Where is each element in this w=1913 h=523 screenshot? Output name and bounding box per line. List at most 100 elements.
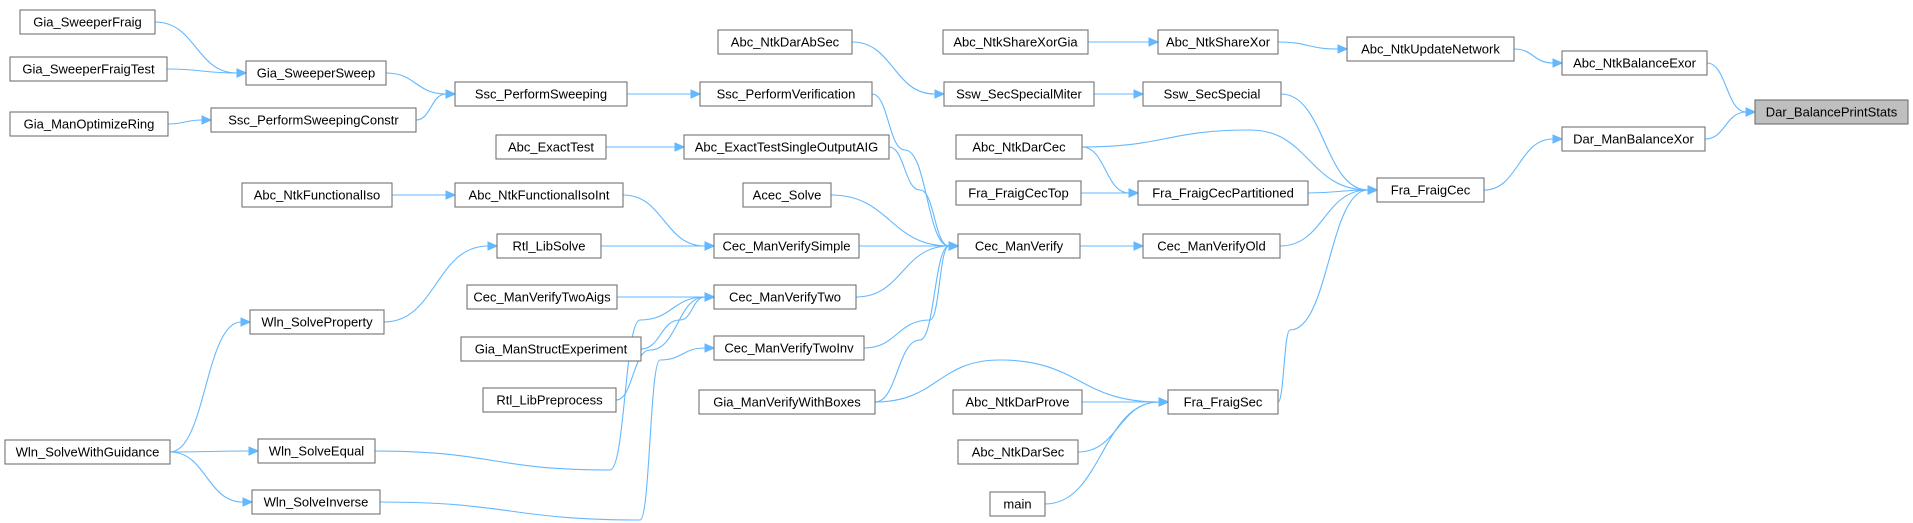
- node-gia-sweeperfraigtest[interactable]: Gia_SweeperFraigTest: [9, 56, 168, 82]
- node-gia-sweepersweep[interactable]: Gia_SweeperSweep: [245, 60, 387, 86]
- node-gia-manstructexperiment[interactable]: Gia_ManStructExperiment: [460, 336, 642, 362]
- node-box[interactable]: [210, 107, 417, 133]
- node-box[interactable]: [495, 134, 607, 160]
- edge-gia-manverifywithboxes-to-cec-manverify: [874, 241, 960, 403]
- node-box[interactable]: [1561, 126, 1706, 152]
- node-box[interactable]: [9, 56, 168, 82]
- node-ssc-performsweepingconstr[interactable]: Ssc_PerformSweepingConstr: [210, 107, 417, 133]
- node-box[interactable]: [713, 284, 857, 310]
- node-abc-ntkbalanceexor[interactable]: Abc_NtkBalanceExor: [1561, 50, 1708, 76]
- node-label: Fra_FraigSec: [1184, 395, 1263, 410]
- node-box[interactable]: [1137, 180, 1309, 206]
- node-abc-ntkfunctionaliso[interactable]: Abc_NtkFunctionalIso: [241, 182, 393, 208]
- node-label: Ssw_SecSpecial: [1164, 87, 1261, 102]
- node-box[interactable]: [454, 182, 624, 208]
- edge-abc-ntkfunctionaliso-to-abc-ntkfunctionalisoint: [392, 190, 457, 200]
- node-dar-manbalancexor[interactable]: Dar_ManBalanceXor: [1561, 126, 1706, 152]
- node-box[interactable]: [249, 309, 385, 335]
- node-box[interactable]: [1157, 29, 1279, 55]
- edge-wln-solveequal-to-cec-manverifytwo: [374, 292, 716, 471]
- node-label: Abc_NtkDarProve: [965, 395, 1069, 410]
- node-box[interactable]: [955, 180, 1082, 206]
- node-box[interactable]: [699, 81, 873, 107]
- node-dar-balanceprintstats[interactable]: Dar_BalancePrintStats: [1754, 99, 1909, 125]
- node-box[interactable]: [1346, 36, 1515, 62]
- node-abc-ntkdarcec[interactable]: Abc_NtkDarCec: [955, 134, 1083, 160]
- node-cec-manverifysimple[interactable]: Cec_ManVerifySimple: [713, 233, 860, 259]
- node-box[interactable]: [943, 81, 1095, 107]
- node-abc-exacttestsingleoutputaig[interactable]: Abc_ExactTestSingleOutputAIG: [683, 134, 890, 160]
- node-rtl-libpreprocess[interactable]: Rtl_LibPreprocess: [482, 387, 617, 413]
- arrowhead-icon: [948, 241, 960, 251]
- node-box[interactable]: [717, 29, 853, 55]
- node-abc-ntksharexor[interactable]: Abc_NtkShareXor: [1157, 29, 1279, 55]
- node-abc-ntksharexorgia[interactable]: Abc_NtkShareXorGia: [942, 29, 1089, 55]
- node-ssw-secspecial[interactable]: Ssw_SecSpecial: [1142, 81, 1282, 107]
- edge-line: [615, 296, 706, 401]
- node-ssc-performsweeping[interactable]: Ssc_PerformSweeping: [454, 81, 628, 107]
- node-acec-solve[interactable]: Acec_Solve: [742, 182, 832, 208]
- node-box[interactable]: [942, 29, 1089, 55]
- node-rtl-libsolve[interactable]: Rtl_LibSolve: [496, 233, 602, 259]
- arrowhead-icon: [242, 497, 254, 507]
- node-wln-solvewithguidance[interactable]: Wln_SolveWithGuidance: [4, 439, 171, 465]
- node-box[interactable]: [496, 233, 602, 259]
- node-cec-manverify[interactable]: Cec_ManVerify: [957, 233, 1081, 259]
- node-fra-fraigcec[interactable]: Fra_FraigCec: [1376, 177, 1485, 203]
- node-box[interactable]: [1561, 50, 1708, 76]
- node-main[interactable]: main: [989, 491, 1046, 517]
- node-wln-solveequal[interactable]: Wln_SolveEqual: [257, 438, 376, 464]
- node-box[interactable]: [454, 81, 628, 107]
- node-box[interactable]: [482, 387, 617, 413]
- node-cec-manverifytwoinv[interactable]: Cec_ManVerifyTwoInv: [713, 335, 865, 361]
- node-gia-sweeperfraig[interactable]: Gia_SweeperFraig: [19, 9, 156, 35]
- node-wln-solveinverse[interactable]: Wln_SolveInverse: [251, 489, 381, 515]
- node-box[interactable]: [698, 389, 876, 415]
- node-box[interactable]: [713, 335, 865, 361]
- node-cec-manverifyold[interactable]: Cec_ManVerifyOld: [1142, 233, 1281, 259]
- node-fra-fraigcectop[interactable]: Fra_FraigCecTop: [955, 180, 1082, 206]
- node-box[interactable]: [1167, 389, 1279, 415]
- node-box[interactable]: [957, 233, 1081, 259]
- node-box[interactable]: [1376, 177, 1485, 203]
- node-box[interactable]: [1142, 81, 1282, 107]
- node-wln-solveproperty[interactable]: Wln_SolveProperty: [249, 309, 385, 335]
- arrowhead-icon: [487, 241, 499, 251]
- node-gia-manoptimizering[interactable]: Gia_ManOptimizeRing: [9, 111, 169, 137]
- node-box[interactable]: [713, 233, 860, 259]
- edge-line: [385, 72, 447, 95]
- node-box[interactable]: [1142, 233, 1281, 259]
- node-box[interactable]: [989, 491, 1046, 517]
- node-box[interactable]: [955, 134, 1083, 160]
- node-label: Abc_NtkDarCec: [972, 140, 1066, 155]
- node-box[interactable]: [952, 389, 1083, 415]
- node-abc-ntkupdatenetwork[interactable]: Abc_NtkUpdateNetwork: [1346, 36, 1515, 62]
- node-box[interactable]: [460, 336, 642, 362]
- edge-wln-solvewithguidance-to-wln-solveproperty: [169, 317, 252, 453]
- node-cec-manverifytwo[interactable]: Cec_ManVerifyTwo: [713, 284, 857, 310]
- node-box[interactable]: [251, 489, 381, 515]
- node-abc-exacttest[interactable]: Abc_ExactTest: [495, 134, 607, 160]
- node-fra-fraigcecpartitioned[interactable]: Fra_FraigCecPartitioned: [1137, 180, 1309, 206]
- node-abc-ntkfunctionalisoint[interactable]: Abc_NtkFunctionalIsoInt: [454, 182, 624, 208]
- node-box[interactable]: [683, 134, 890, 160]
- node-cec-manverifytwoaigs[interactable]: Cec_ManVerifyTwoAigs: [466, 284, 618, 310]
- node-box[interactable]: [4, 439, 171, 465]
- node-box[interactable]: [241, 182, 393, 208]
- node-ssc-performverification[interactable]: Ssc_PerformVerification: [699, 81, 873, 107]
- node-box[interactable]: [957, 439, 1079, 465]
- node-box[interactable]: [742, 182, 832, 208]
- node-gia-manverifywithboxes[interactable]: Gia_ManVerifyWithBoxes: [698, 389, 876, 415]
- node-box[interactable]: [9, 111, 169, 137]
- node-ssw-secspecialmiter[interactable]: Ssw_SecSpecialMiter: [943, 81, 1095, 107]
- node-fra-fraigsec[interactable]: Fra_FraigSec: [1167, 389, 1279, 415]
- node-abc-ntkdarprove[interactable]: Abc_NtkDarProve: [952, 389, 1083, 415]
- node-box[interactable]: [257, 438, 376, 464]
- node-box[interactable]: [1754, 99, 1909, 125]
- node-abc-ntkdarsec[interactable]: Abc_NtkDarSec: [957, 439, 1079, 465]
- edge-line: [1279, 189, 1369, 247]
- node-box[interactable]: [19, 9, 156, 35]
- node-box[interactable]: [245, 60, 387, 86]
- node-box[interactable]: [466, 284, 618, 310]
- node-abc-ntkdarabsec[interactable]: Abc_NtkDarAbSec: [717, 29, 853, 55]
